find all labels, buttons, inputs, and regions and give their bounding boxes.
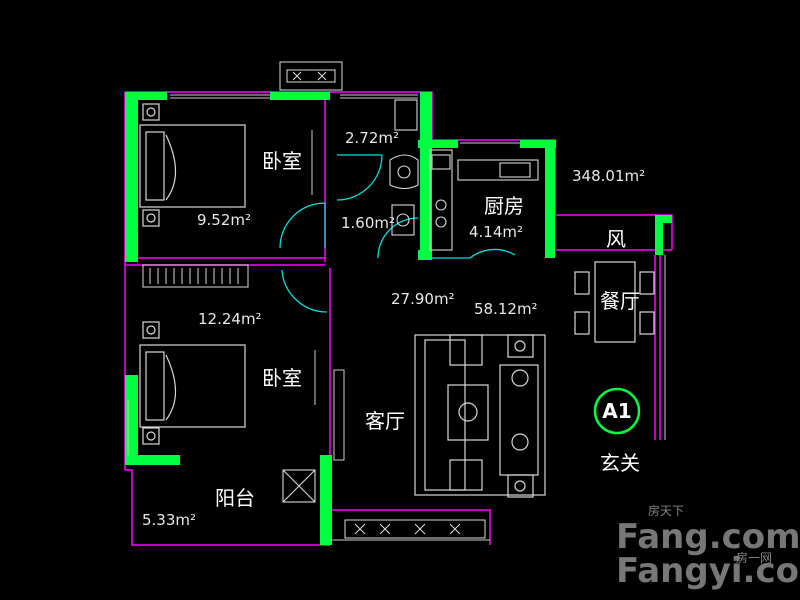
bedroom-top-area: 9.52m²	[197, 211, 251, 229]
bedroom-top-label: 卧室	[262, 149, 302, 173]
watermark-brand-top: 房天下	[648, 503, 684, 518]
washroom-area: 1.60m²	[341, 214, 395, 232]
balcony-area: 5.33m²	[142, 511, 196, 529]
bathroom-fixtures	[389, 99, 419, 236]
kitchen-fixtures	[429, 149, 539, 251]
bay-window-top	[279, 61, 343, 91]
entrance-label: 玄关	[600, 451, 640, 475]
watermark: 房天下 Fang.com Fangyi.com 房一网	[616, 503, 800, 591]
bedroom2-closet	[311, 130, 316, 405]
living-room-furniture	[414, 334, 546, 498]
kitchen-label: 厨房	[484, 194, 524, 218]
wardrobe	[142, 264, 249, 288]
living-room-label: 客厅	[365, 409, 405, 433]
dining-area-value: 58.12m²	[474, 300, 538, 318]
kitchen-area: 4.14m²	[469, 223, 523, 241]
bed-bottom	[139, 321, 246, 445]
bedroom-bottom-label: 卧室	[262, 366, 302, 390]
tv-cabinet	[333, 369, 345, 461]
shaft-label: 风	[606, 227, 626, 251]
unit-badge: A1	[593, 387, 641, 435]
windows	[127, 94, 666, 541]
doors	[279, 154, 516, 313]
dining-set	[574, 261, 655, 343]
watermark-brand-alt: Fangyi.com	[616, 551, 800, 591]
walls	[125, 92, 672, 545]
bedroom-bottom-area: 12.24m²	[198, 310, 262, 328]
watermark-brand-alt-tag: 房一网	[736, 550, 772, 565]
unit-badge-text: A1	[602, 399, 631, 423]
dining-room-label: 餐厅	[600, 289, 640, 313]
watermark-brand-main: Fang.com	[616, 517, 800, 557]
bottom-window	[344, 519, 486, 539]
bed-top	[139, 103, 246, 227]
balcony-label: 阳台	[215, 486, 255, 510]
balcony-washer	[282, 469, 316, 503]
bathroom-area: 2.72m²	[345, 129, 399, 147]
total-area: 348.01m²	[572, 167, 645, 185]
living-area-value: 27.90m²	[391, 290, 455, 308]
